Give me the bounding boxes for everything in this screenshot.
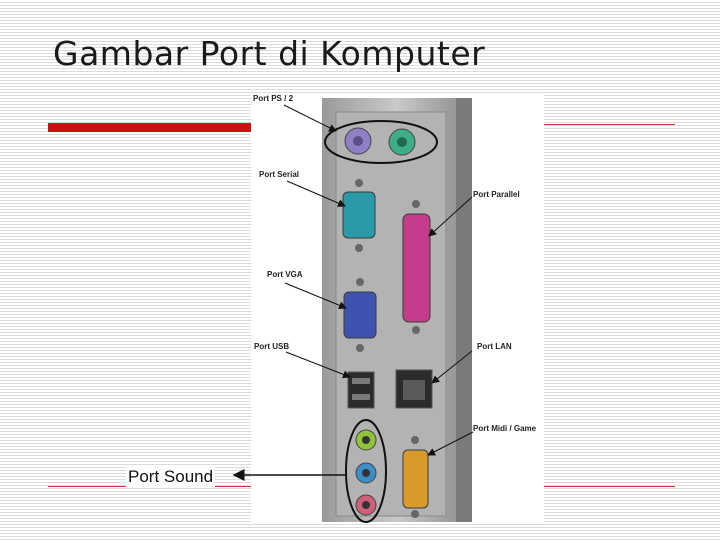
vga-pointer-line — [284, 282, 347, 310]
vga-port — [343, 291, 377, 339]
parallel-pointer-line — [428, 196, 473, 237]
ps2-mouse-socket — [353, 136, 363, 146]
title-accent-bar — [48, 123, 254, 132]
label-midi-game: Port Midi / Game — [473, 424, 537, 433]
parallel-port — [402, 213, 431, 323]
midi-game-port — [402, 449, 429, 509]
midi-screw-bottom — [411, 510, 419, 518]
usb-pointer-line — [285, 351, 351, 379]
parallel-screw-top — [412, 200, 420, 208]
label-lan: Port LAN — [477, 342, 512, 351]
serial-pointer-line — [286, 180, 346, 207]
vga-screw-bottom — [356, 344, 364, 352]
midi-pointer-line — [427, 431, 474, 456]
audio-jack-pink-hole — [362, 501, 370, 509]
ps2-keyboard-socket — [397, 137, 407, 147]
vga-screw-top — [356, 278, 364, 286]
serial-screw-bottom — [355, 244, 363, 252]
slide-title: Gambar Port di Komputer — [53, 34, 486, 73]
lan-pointer-line — [431, 350, 473, 384]
ps2-pointer-line — [283, 104, 337, 132]
label-serial: Port Serial — [259, 170, 300, 179]
audio-jack-blue-hole — [362, 469, 370, 477]
ps2-highlight-ring — [324, 120, 438, 164]
usb-ports — [347, 371, 375, 409]
label-vga: Port VGA — [267, 270, 303, 279]
label-usb: Port USB — [254, 342, 290, 351]
midi-screw-top — [411, 436, 419, 444]
audio-jack-green-hole — [362, 436, 370, 444]
callout-port-sound: Port Sound — [126, 467, 216, 487]
case-edge — [456, 98, 472, 522]
sound-highlight-ring — [345, 419, 387, 523]
label-ps2: Port PS / 2 — [253, 94, 294, 103]
label-parallel: Port Parallel — [473, 190, 520, 199]
usb-slot-top — [352, 378, 370, 384]
serial-port — [342, 191, 376, 239]
parallel-screw-bottom — [412, 326, 420, 334]
usb-slot-bottom — [352, 394, 370, 400]
lan-socket — [403, 380, 425, 400]
serial-screw-top — [355, 179, 363, 187]
